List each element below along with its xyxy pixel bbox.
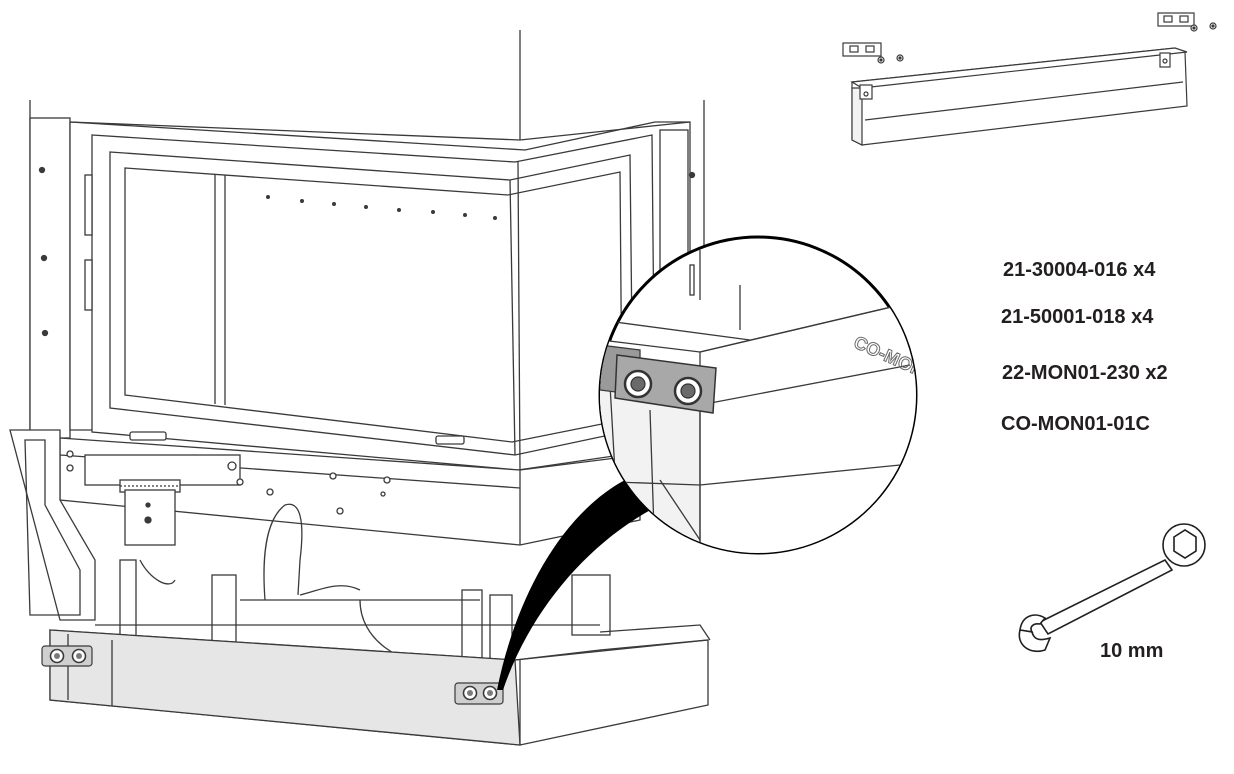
base-front-face	[49, 629, 521, 746]
part-code-label: 22-MON01-230 x2	[1002, 362, 1168, 384]
base-bolts-left	[41, 645, 93, 667]
part-code-label: CO-MON01-01C	[1001, 413, 1150, 435]
part-code-label: 21-30004-016 x4	[1003, 259, 1156, 281]
fireplace-insert	[9, 30, 711, 746]
wrench-size-label: 10 mm	[1100, 640, 1164, 662]
glass-pane	[109, 151, 634, 456]
base-bolts-right	[454, 682, 504, 705]
small-bracket-plate-right	[1157, 12, 1195, 27]
exploded-bracket-bar	[842, 12, 1217, 146]
part-code-label: 21-50001-018 x4	[1001, 306, 1154, 328]
small-bracket-plate-left	[842, 42, 882, 57]
left-side-panel	[29, 117, 71, 439]
detail-zoom-view: CO-MON	[598, 235, 918, 555]
wrench-icon	[1018, 523, 1206, 652]
